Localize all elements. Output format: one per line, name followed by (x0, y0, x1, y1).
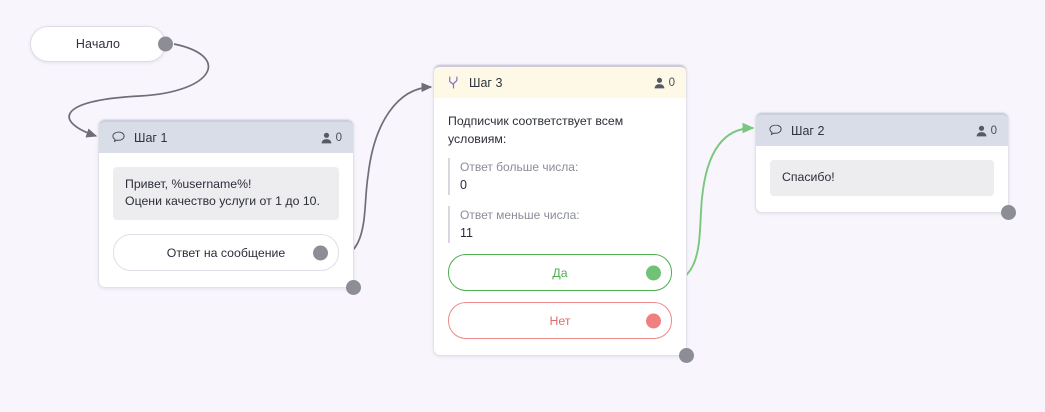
node-step3-no-button[interactable]: Нет (448, 302, 672, 339)
node-step1[interactable]: Шаг 1 0 Привет, %username%! Оцени качест… (98, 119, 361, 295)
node-step1-body: Привет, %username%! Оцени качество услуг… (99, 153, 353, 287)
person-icon (654, 77, 664, 88)
node-step3-condition-title: Подписчик соответствует всем условиям: (448, 114, 624, 146)
condition-item: Ответ больше числа: 0 (448, 158, 672, 195)
message-line: Спасибо! (782, 170, 835, 184)
node-step2-title: Шаг 2 (791, 123, 825, 138)
node-step2[interactable]: Шаг 2 0 Спасибо! (755, 112, 1016, 220)
start-node[interactable]: Начало (30, 26, 173, 62)
node-step1-header[interactable]: Шаг 1 0 (99, 120, 353, 153)
node-step3-subscribers: 0 (654, 77, 675, 89)
person-icon (321, 132, 331, 143)
node-step2-corner-port[interactable] (1000, 204, 1016, 220)
node-step1-reply-button[interactable]: Ответ на сообщение (113, 234, 339, 271)
node-step3-yes-output-port[interactable] (646, 265, 661, 280)
person-icon (976, 125, 986, 136)
node-step3[interactable]: Шаг 3 0 Подписчик соответствует всем усл… (433, 64, 694, 363)
node-step3-corner-port[interactable] (678, 347, 694, 363)
node-step2-header[interactable]: Шаг 2 0 (756, 113, 1008, 146)
speech-bubble-icon (769, 124, 782, 136)
node-step3-title: Шаг 3 (469, 75, 503, 90)
condition-value: 0 (460, 178, 467, 192)
condition-label: Ответ больше числа: (460, 160, 579, 174)
condition-value: 11 (460, 226, 473, 240)
node-step2-body: Спасибо! (756, 146, 1008, 212)
node-step1-title: Шаг 1 (134, 130, 168, 145)
message-line: Привет, %username%! (125, 177, 252, 191)
node-step3-header[interactable]: Шаг 3 0 (434, 65, 686, 98)
condition-label: Ответ меньше числа: (460, 208, 580, 222)
node-step2-message: Спасибо! (770, 160, 994, 196)
node-step3-no-output-port[interactable] (646, 313, 661, 328)
start-node-label: Начало (75, 37, 121, 51)
node-step1-reply-button-label: Ответ на сообщение (166, 245, 286, 260)
node-step1-subscribers-count: 0 (335, 131, 342, 144)
node-step2-subscribers: 0 (976, 125, 997, 137)
node-step3-yes-label: Да (552, 265, 568, 280)
node-step3-subscribers-count: 0 (668, 76, 675, 89)
message-line: Оцени качество услуги от 1 до 10. (125, 194, 320, 208)
start-node-output-port[interactable] (157, 36, 173, 52)
node-step3-no-label: Нет (549, 313, 571, 328)
condition-item: Ответ меньше числа: 11 (448, 206, 672, 243)
speech-bubble-icon (112, 131, 125, 143)
node-step3-body: Подписчик соответствует всем условиям: О… (434, 98, 686, 355)
node-step1-subscribers: 0 (321, 132, 342, 144)
node-step3-yes-button[interactable]: Да (448, 254, 672, 291)
node-step1-corner-port[interactable] (345, 279, 361, 295)
node-step1-reply-output-port[interactable] (313, 245, 328, 260)
node-step2-subscribers-count: 0 (990, 124, 997, 137)
branch-icon (449, 76, 458, 89)
node-step1-message: Привет, %username%! Оцени качество услуг… (113, 167, 339, 220)
